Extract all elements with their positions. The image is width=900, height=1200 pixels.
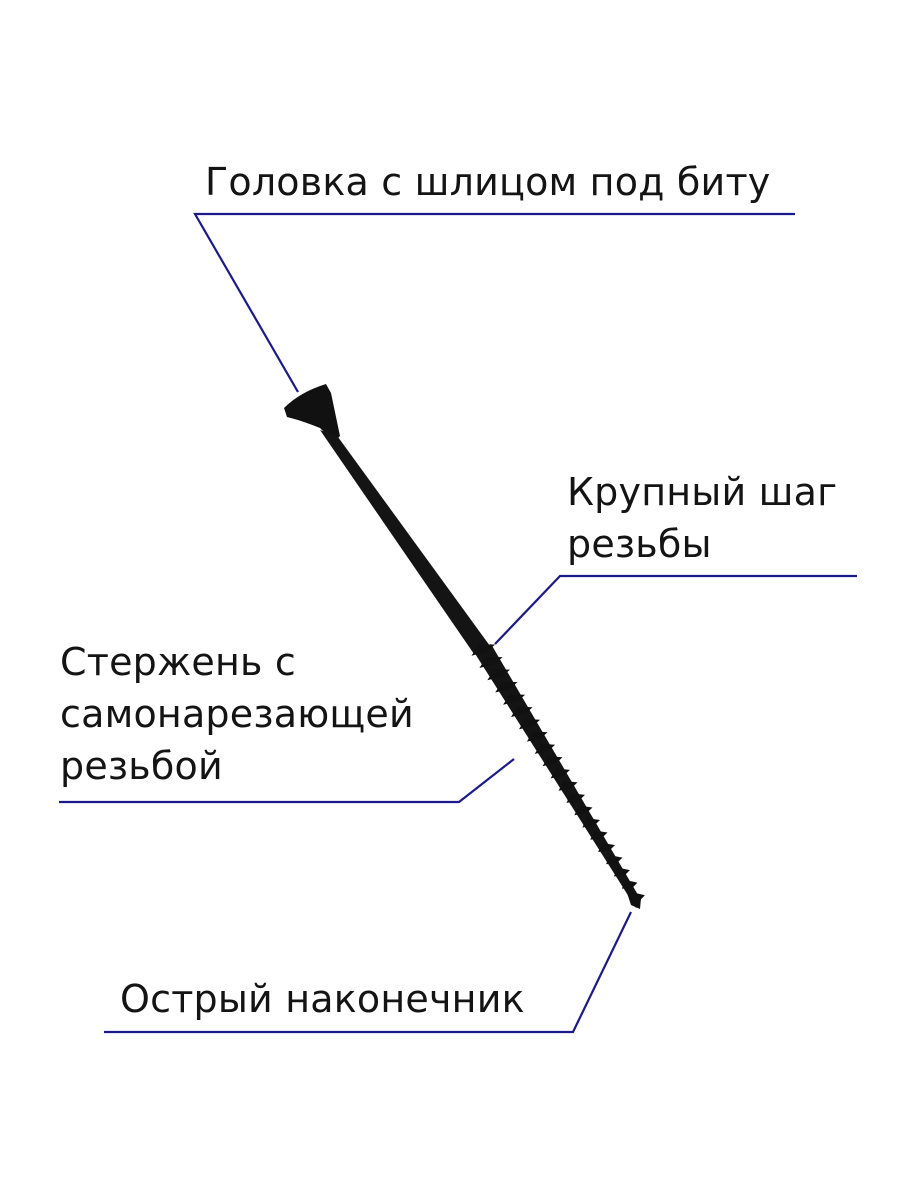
thread-crest	[574, 805, 585, 816]
thread-crest	[572, 793, 585, 802]
thread-crest	[495, 669, 511, 678]
label-thread-pitch-line-1: Крупный шаг	[567, 470, 838, 514]
thread-crest	[479, 644, 496, 654]
screw-thread	[471, 643, 645, 902]
thread-crest	[626, 880, 638, 889]
thread-crest	[519, 718, 531, 730]
screw-tip	[624, 884, 641, 909]
thread-crest	[587, 818, 600, 827]
thread-crest	[511, 705, 524, 717]
thread-crest	[610, 855, 623, 864]
leader-line-shank	[59, 758, 515, 804]
thread-crest	[503, 681, 518, 691]
thread-crest	[526, 719, 541, 728]
screw-shank	[320, 430, 490, 654]
thread-crest	[471, 643, 485, 656]
thread-crest	[618, 867, 630, 877]
thread-crest	[541, 743, 556, 753]
label-shank-line-2: самонарезающей	[60, 692, 414, 736]
thread-crest	[549, 756, 563, 765]
label-head-text: Головка с шлицом под биту	[205, 160, 771, 204]
thread-crest	[487, 657, 503, 666]
thread-crest	[479, 656, 493, 668]
label-thread-pitch: Крупный шаг резьбы	[567, 466, 837, 570]
thread-crest	[533, 731, 548, 740]
leader-line-thread-pitch	[494, 574, 857, 645]
label-shank-line-1: Стержень с	[60, 640, 296, 684]
thread-crest	[595, 830, 608, 840]
thread-crest	[495, 681, 508, 693]
thread-crest	[487, 668, 500, 681]
thread-crest	[556, 768, 570, 778]
thread-crest	[542, 755, 554, 767]
leader-line-tip	[104, 911, 632, 1034]
thread-crest	[550, 767, 562, 779]
screw-illustration	[284, 384, 645, 909]
label-shank: Стержень с самонарезающей резьбой	[60, 636, 414, 792]
thread-crest	[564, 781, 578, 790]
thread-crest	[503, 693, 516, 705]
thread-crest	[582, 817, 593, 828]
label-thread-pitch-line-2: резьбы	[567, 522, 712, 566]
thread-crest	[566, 792, 577, 803]
thread-crest	[590, 829, 601, 840]
thread-crest	[621, 879, 631, 889]
thread-crest	[606, 854, 616, 865]
thread-crest	[558, 780, 570, 791]
thread-crest	[518, 706, 533, 716]
thread-crest	[598, 842, 608, 852]
thread-crest	[526, 730, 539, 742]
thread-crest	[510, 694, 526, 703]
thread-crest	[534, 743, 547, 754]
screw-head	[284, 384, 340, 442]
leader-line-head	[193, 212, 795, 393]
label-tip-text: Острый наконечник	[120, 977, 525, 1021]
thread-crest	[580, 805, 593, 815]
thread-crest	[603, 843, 615, 852]
label-head: Головка с шлицом под биту	[205, 156, 770, 208]
label-shank-line-3: резьбой	[60, 744, 223, 788]
thread-crest	[613, 867, 624, 877]
label-tip: Острый наконечник	[120, 973, 525, 1025]
